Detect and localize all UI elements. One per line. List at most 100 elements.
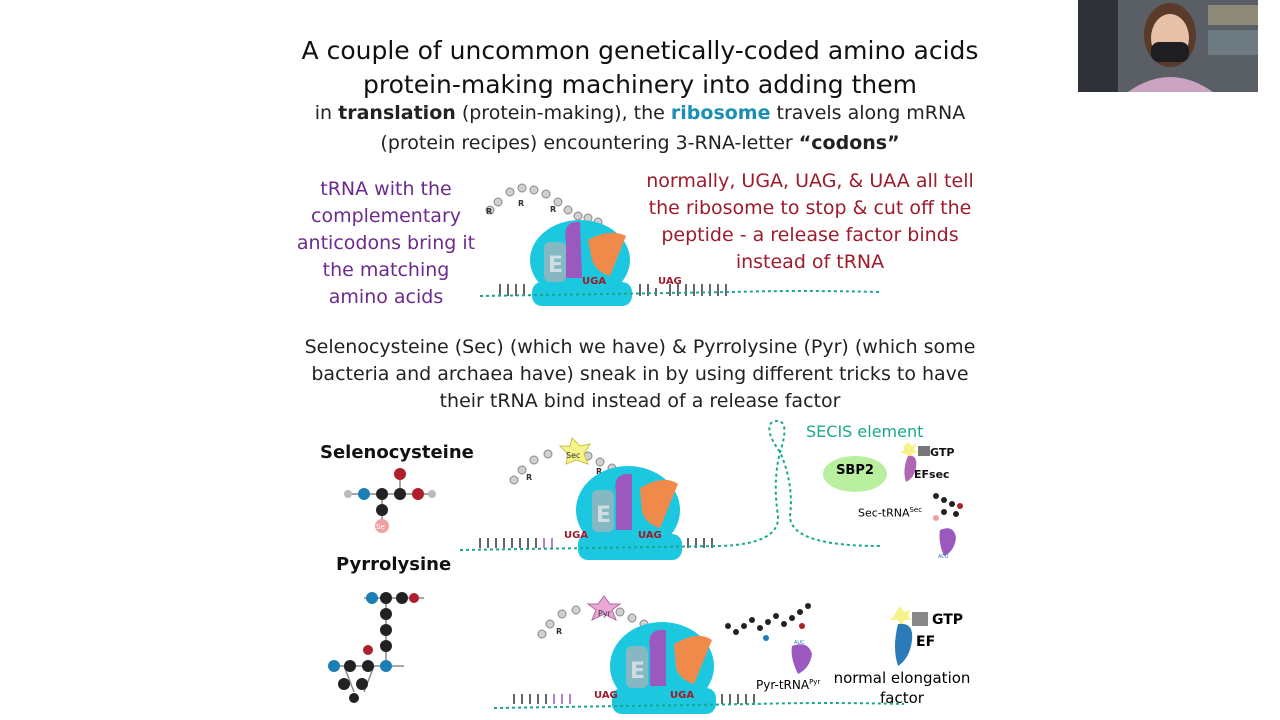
stop-codon-note: normally, UGA, UAG, & UAA all tell the r… [640,168,980,276]
trna-note-line: the matching [322,259,450,281]
tricks-line: Selenocysteine (Sec) (which we have) & P… [304,336,976,358]
residue-r: R [556,627,562,636]
pyrrolysine-label: Pyrrolysine [336,554,452,575]
e-site [544,242,566,282]
codon-uag: UAG [638,530,662,541]
sec-trna-structure [933,493,963,556]
intro-text: (protein-making), the [461,102,665,124]
codon-uga: UGA [582,276,606,287]
trna-shape [615,473,632,530]
sec-trna-text: Sec-tRNA [858,506,910,520]
atom-o [412,488,424,500]
secis-element-label: SECIS element [806,422,924,441]
pyr-trna-sup: Pyr [809,678,821,686]
stop-note-line: the ribosome to stop & cut off the [648,197,972,219]
tricks-paragraph: Selenocysteine (Sec) (which we have) & P… [230,334,1050,415]
stop-note-line: normally, UGA, UAG, & UAA all tell [646,170,974,192]
sbp2-label: SBP2 [836,463,874,478]
e-site-label: E [596,503,611,528]
pyr-trna-label: Pyr-tRNAPyr [756,678,820,692]
title-line-1: A couple of uncommon genetically-coded a… [301,36,979,65]
release-factor-shape [588,232,626,276]
atom-c [376,504,388,516]
atom-n [358,488,370,500]
stop-note-line: peptide - a release factor binds [661,224,959,246]
residue-r: R [486,207,492,216]
trna-note: tRNA with the complementary anticodons b… [296,176,476,311]
atom-h [344,490,352,498]
normal-ef-caption: normal elongation factor [830,668,974,708]
normal-ef-caption-line: normal elongation [833,669,971,687]
e-site-label: E [548,253,563,278]
trna-note-line: amino acids [328,286,444,308]
selenocysteine-structure: Se [344,468,436,533]
anticodon-acu: ACU [938,554,949,560]
stop-note-line: instead of tRNA [735,251,885,273]
sec-trna-shape [640,479,678,528]
e-site-label: E [630,659,645,684]
intro-codons: “codons” [798,132,900,154]
peptide-chain [485,183,603,227]
atom-h [428,490,436,498]
intro-ribosome: ribosome [670,102,771,124]
tricks-line: bacteria and archaea have) sneak in by u… [311,363,969,385]
codon-uga: UGA [670,690,694,701]
efsec-label: EFsec [914,468,950,481]
trna-note-line: anticodons bring it [296,232,476,254]
residue-r: R [518,199,524,208]
atom-c [394,488,406,500]
residue-r: R [526,473,532,482]
residue-r: R [596,467,602,476]
pyr-bubble [586,595,622,622]
pyr-trna-text: Pyr-tRNA [756,678,810,692]
tricks-line: their tRNA bind instead of a release fac… [439,390,841,412]
intro-translation: translation [338,102,456,124]
codon-uag: UAG [594,690,618,701]
intro-text: in [314,102,333,124]
normal-ef-caption-line: factor [880,689,924,707]
trna-note-line: complementary [311,205,461,227]
trna-note-line: tRNA with the [320,178,452,200]
anticodon-auc: AUC [794,640,805,646]
mrna-strand [479,290,881,297]
normal-ef-gtp-label: GTP [932,612,964,628]
atom-se [375,519,389,533]
pyrrolysine-structure [328,592,424,703]
efsec-gtp-label: GTP [930,446,955,459]
ef-label: EF [916,634,936,650]
codon-uag: UAG [658,276,682,287]
e-site [626,646,648,688]
sec-bubble-label: Sec [566,451,580,460]
trna-shape [649,629,666,686]
pyr-trna-structure [725,603,812,674]
codon-uga: UGA [564,530,588,541]
intro-text: travels along mRNA [776,102,966,124]
pyr-bubble-label: Pyr [598,609,612,618]
atom-se-label: Se [376,523,385,531]
ribosome-diagram-sec: Sec R R E UGA UAG [460,420,881,560]
selenocysteine-label: Selenocysteine [320,442,474,463]
ribosome-diagram-top: R R R R E UGA UAG [479,183,881,306]
mrna-strand-secis [460,420,881,551]
intro-line-2: (protein recipes) encountering 3-RNA-let… [230,132,1050,154]
atom-o [394,468,406,480]
intro-text: (protein recipes) encountering 3-RNA-let… [380,132,793,154]
sbp2-shape [823,456,887,492]
mrna-ticks [513,694,755,704]
person-image [1078,0,1258,92]
webcam-thumbnail [1078,0,1258,92]
title-line-2: protein-making machinery into adding the… [363,70,917,99]
intro-line-1: in translation (protein-making), the rib… [230,102,1050,124]
residue-r: R [550,205,556,214]
e-site [592,490,614,532]
sec-trna-sup: Sec [909,506,923,514]
sec-bubble [558,437,592,465]
normal-ef-shape [890,606,928,666]
trna-shape [565,221,582,278]
mrna-strand [494,702,905,709]
ribosome-diagram-pyr: Pyr R E UAG UGA [494,595,905,714]
sec-trna-label: Sec-tRNASec [858,506,922,520]
efsec-shape [900,442,930,482]
pyr-trna-shape [674,635,712,684]
ribosome-small-subunit [612,688,716,714]
